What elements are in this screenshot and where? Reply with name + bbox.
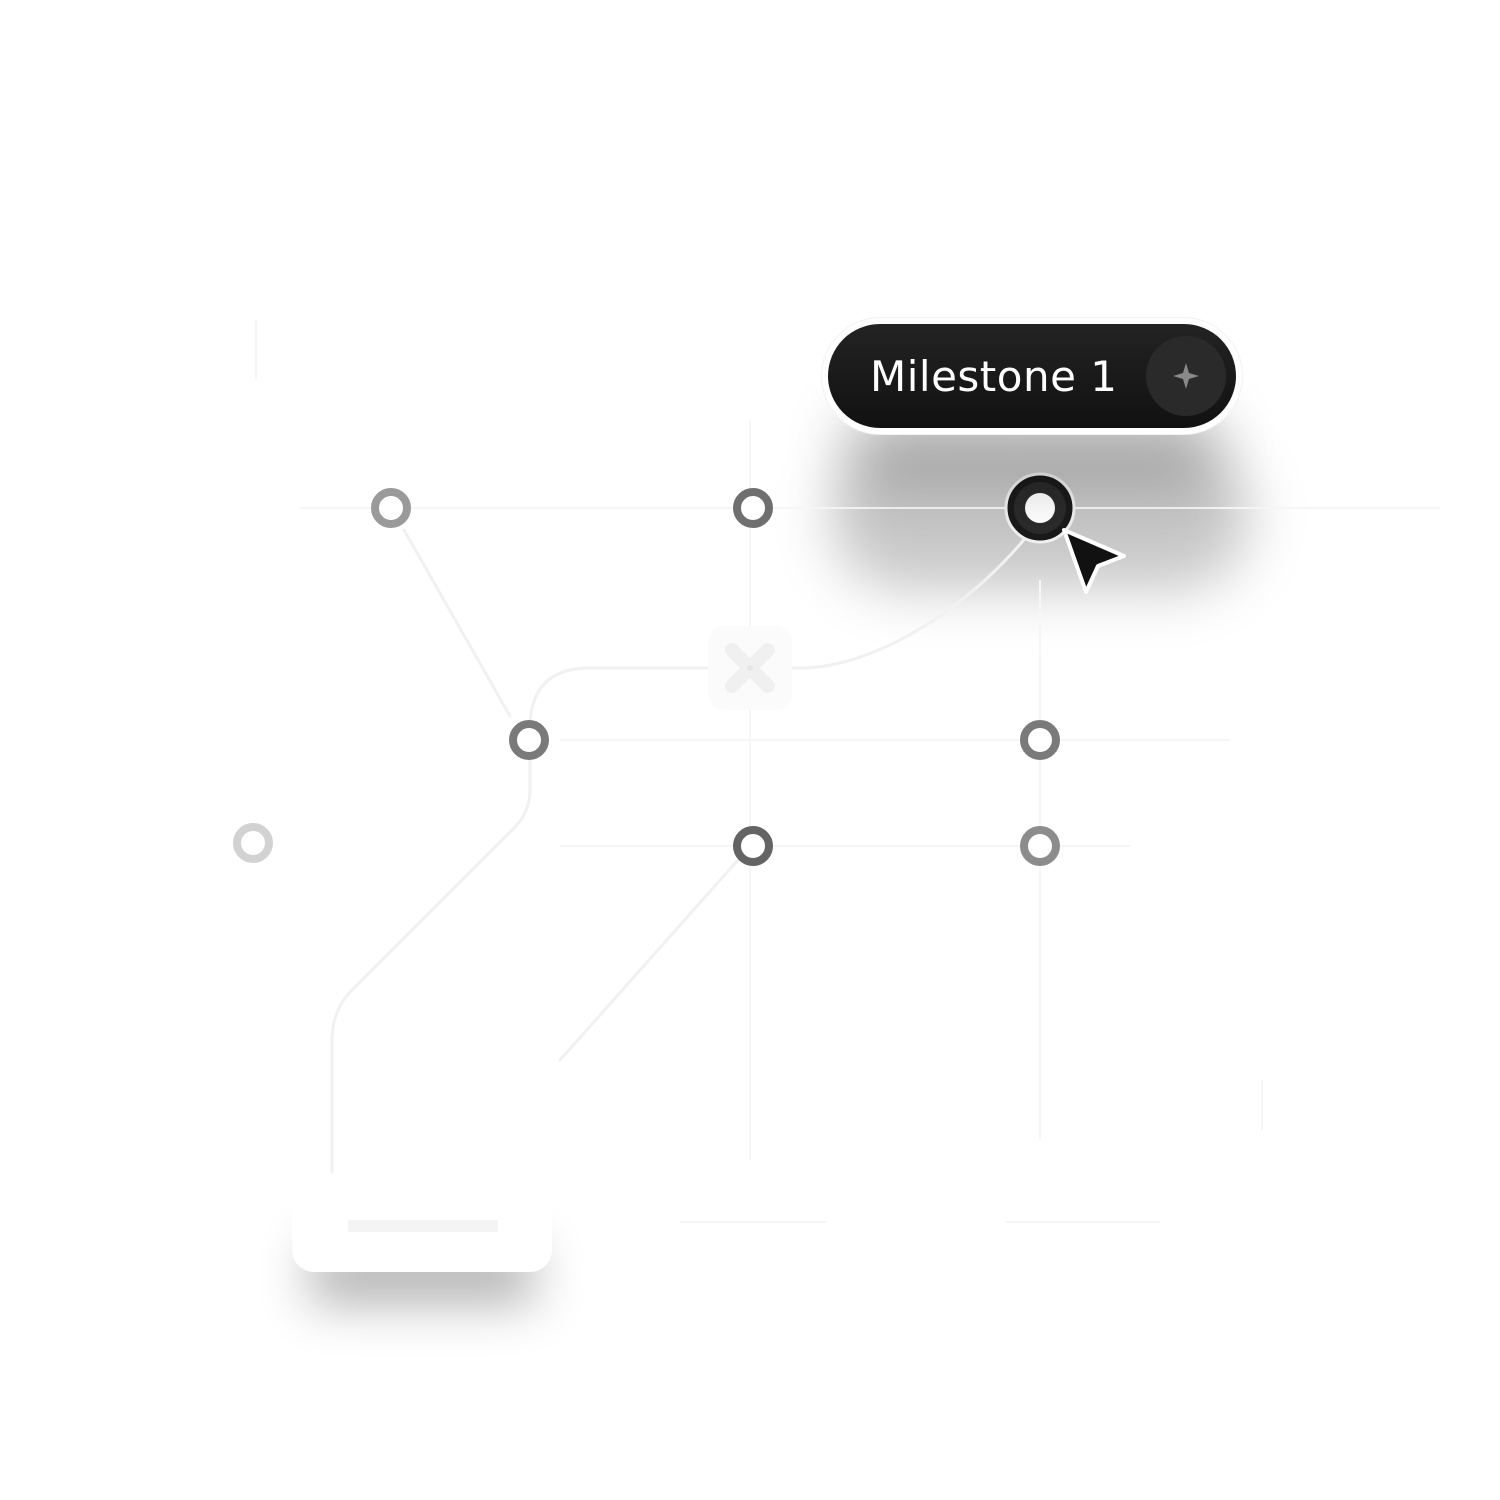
placeholder-card[interactable] — [292, 1176, 552, 1272]
milestone-label: Milestone 1 — [870, 351, 1118, 401]
placeholder-text-bar — [348, 1220, 498, 1232]
connector-milestone-to-mid — [528, 520, 1040, 730]
connectors — [330, 520, 1040, 1174]
add-milestone-button[interactable] — [1146, 336, 1226, 416]
roadmap-node[interactable] — [1020, 826, 1060, 866]
roadmap-node[interactable] — [733, 826, 773, 866]
center-marker-dot — [747, 665, 753, 671]
nodes — [233, 488, 1060, 866]
roadmap-node[interactable] — [233, 823, 273, 863]
roadmap-node[interactable] — [733, 488, 773, 528]
sparkle-plus-icon — [1173, 363, 1199, 389]
roadmap-node[interactable] — [1020, 720, 1060, 760]
grid-lines — [255, 320, 1440, 1223]
selected-milestone-node[interactable] — [1004, 472, 1076, 544]
center-marker[interactable] — [708, 626, 792, 710]
milestone-pill[interactable]: Milestone 1 — [828, 324, 1236, 428]
pointer-cursor-icon — [1062, 528, 1126, 594]
connector-bottom-node — [558, 858, 740, 1062]
roadmap-node[interactable] — [371, 488, 411, 528]
milestone-tooltip: Milestone 1 — [822, 318, 1242, 434]
connector-mid-to-card — [330, 752, 532, 1174]
roadmap-node[interactable] — [509, 720, 549, 760]
connector-topleft-to-mid — [402, 528, 512, 718]
